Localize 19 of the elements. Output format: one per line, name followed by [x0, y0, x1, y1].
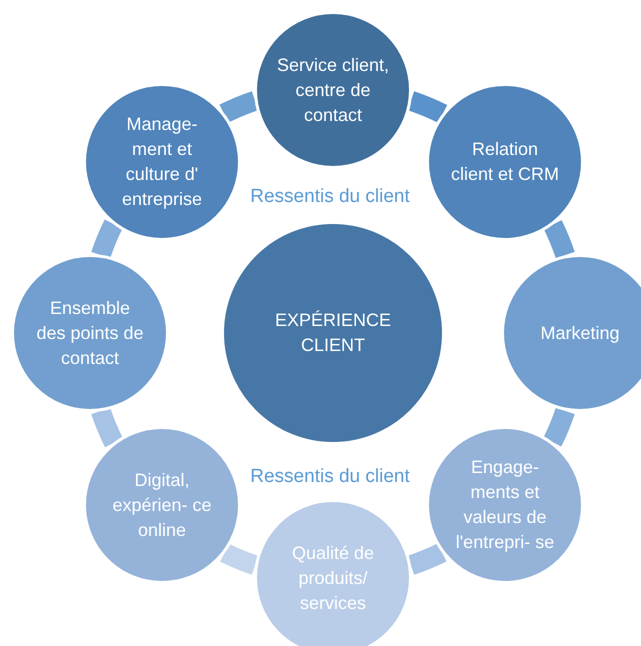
ring-segment	[220, 91, 258, 123]
ring-segment	[91, 408, 123, 448]
circle-label: Manage- ment et culture d' entreprise	[120, 113, 204, 211]
circle-label: Digital, expérien- ce online	[112, 468, 212, 542]
circle-label: Ensemble des points de contact	[35, 296, 145, 370]
circle-label: Relation client et CRM	[450, 138, 560, 186]
ring-caption: Ressentis du client	[250, 186, 410, 208]
circle-label: Marketing	[539, 322, 621, 345]
ring-segment	[91, 220, 123, 258]
circle-label: Qualité de produits/ services	[290, 542, 376, 614]
circle-label: Engage- ments et valeurs de l'entrepri- se	[454, 456, 556, 554]
ring-segment	[408, 543, 446, 575]
ring-segment	[544, 220, 575, 258]
circle-label: Service client, centre de contact	[276, 54, 390, 126]
circle-label: EXPÉRIENCE CLIENT	[274, 309, 392, 357]
ring-segment	[408, 91, 448, 123]
ring-segment	[543, 408, 575, 446]
ring-segment	[220, 544, 258, 575]
ring-caption: Ressentis du client	[250, 466, 410, 488]
